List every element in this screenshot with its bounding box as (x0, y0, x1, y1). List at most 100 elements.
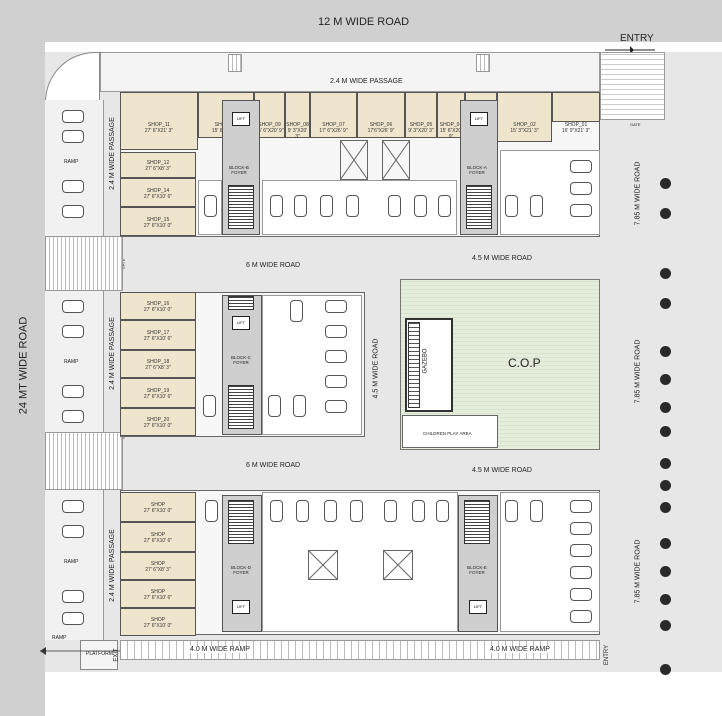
void-cross-icon (340, 140, 368, 180)
car (293, 395, 306, 417)
shop-name: SHOP_17 (146, 330, 170, 336)
shop-name: SHOP_08 (286, 122, 309, 128)
tree-icon (660, 346, 671, 357)
block-d-label: BLOCK-D FOYER (230, 565, 251, 575)
tree-icon (660, 178, 671, 189)
shop-size: 27' 6"X10' 0" (143, 508, 173, 514)
car (294, 195, 307, 217)
shop-size: 27' 6"X8' 3" (145, 365, 171, 371)
stair-block-a (466, 185, 492, 229)
ramp-label-left-2: RAMP (64, 359, 79, 365)
right-road-upper: 7.85 M WIDE ROAD (634, 161, 642, 226)
car (268, 395, 281, 417)
tree-icon (660, 620, 671, 631)
shop-size: 17'6"X26' 9" (367, 128, 395, 134)
tree-icon (660, 426, 671, 437)
tree-icon (660, 480, 671, 491)
shop-name: SHOP (150, 502, 166, 508)
block-e-label: BLOCK-E FOYER (467, 565, 487, 575)
passage-top-label: 2.4 M WIDE PASSAGE (330, 78, 403, 85)
car (350, 500, 363, 522)
top-road (0, 0, 722, 42)
car (62, 300, 84, 313)
shop-size: 16' 9"X21' 3" (561, 128, 591, 134)
car (505, 195, 518, 217)
car (438, 195, 451, 217)
left-road (0, 42, 45, 716)
car (325, 400, 347, 413)
lift-block-c: LIFT (232, 316, 250, 330)
car (570, 160, 592, 173)
car (414, 195, 427, 217)
ramp-bottom-b: 4.0 M WIDE RAMP (490, 646, 550, 653)
shop-size: 27' 6"X10' 0" (143, 307, 173, 313)
stair-block-d (228, 500, 254, 544)
car (570, 610, 592, 623)
car (205, 500, 218, 522)
shop-size: 27' 6"X10' 6" (143, 394, 173, 400)
car (62, 325, 84, 338)
car (62, 500, 84, 513)
shop-size: 9' 3"X20' 3" (408, 128, 434, 134)
left-ramp-lane-2 (45, 432, 123, 490)
shop-name: SHOP (150, 532, 166, 538)
shop-size: 27' 6"X10' 6" (143, 336, 173, 342)
car (384, 500, 397, 522)
car (62, 205, 84, 218)
platform (80, 640, 118, 670)
shop-size: 17' 6"X26' 9" (319, 128, 348, 134)
left-ramp-lane-1 (45, 236, 123, 291)
shop-name: SHOP_07 (322, 122, 345, 128)
tree-icon (660, 268, 671, 279)
shop-name: SHOP (150, 617, 166, 623)
shop-name: SHOP_05 (409, 122, 433, 128)
car (570, 204, 592, 217)
exit-arrow-icon (40, 647, 120, 655)
shop-name: SHOP_20 (146, 417, 170, 423)
right-road-lower: 7.85 M WIDE ROAD (634, 539, 642, 604)
bottom-ramp (120, 640, 600, 660)
shop-name: SHOP_09 (258, 122, 281, 128)
car (570, 182, 592, 195)
tree-icon (660, 298, 671, 309)
shop-size: 27' 6"X10' 6" (143, 538, 173, 544)
car (570, 544, 592, 557)
shop-name: SHOP_06 (369, 122, 393, 128)
stair-block-e (464, 500, 490, 544)
car (270, 500, 283, 522)
right-road-middle: 7.85 M WIDE ROAD (634, 339, 642, 404)
shop-name: SHOP_11 (147, 122, 171, 128)
shop-name: SHOP_15 (146, 216, 170, 223)
car (346, 195, 359, 217)
shop-name: SHOP_18 (146, 359, 170, 365)
platform-label: PLATFORM (86, 651, 113, 657)
car (62, 385, 84, 398)
car (270, 195, 283, 217)
tree-icon (660, 566, 671, 577)
car (62, 525, 84, 538)
top-road-label: 12 M WIDE ROAD (318, 16, 410, 28)
car (325, 325, 347, 338)
top-ramp (228, 54, 242, 72)
car (320, 195, 333, 217)
gazebo-label: GAZEBO (422, 348, 429, 374)
gate-label-top: GATE (630, 122, 641, 127)
tree-icon (660, 594, 671, 605)
shop-name: SHOP_19 (146, 388, 170, 394)
car (290, 300, 303, 322)
shop-size: 27' 6"X10' 0" (143, 623, 173, 629)
left-road-label: 24 MT WIDE ROAD (17, 316, 30, 415)
void-cross-icon (382, 140, 410, 180)
tree-icon (660, 208, 671, 219)
lift-block-a: LIFT (470, 112, 488, 126)
